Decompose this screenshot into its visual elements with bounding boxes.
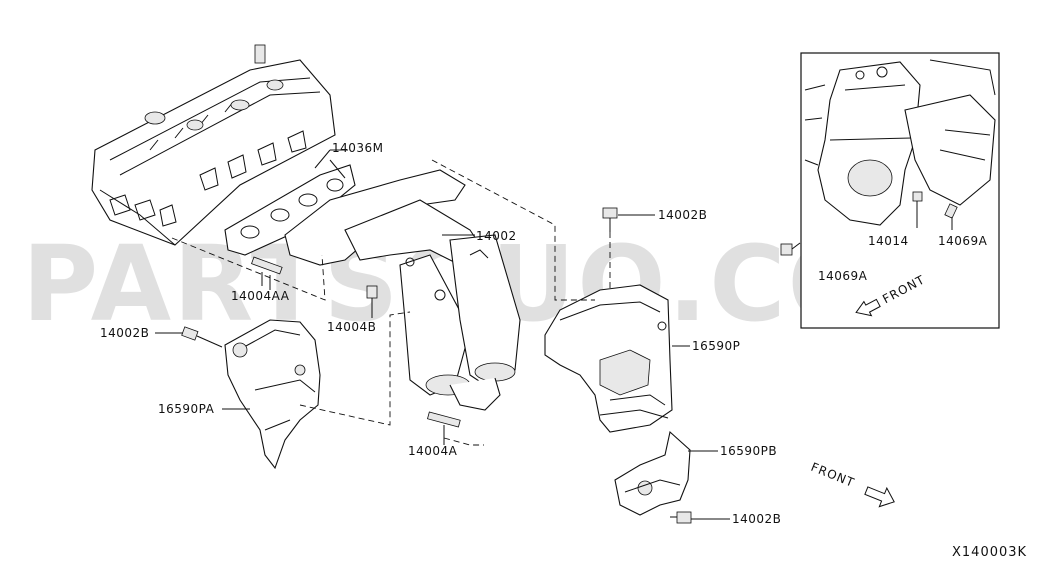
- label-14002B-left: 14002B: [100, 326, 149, 340]
- label-16590PA: 16590PA: [158, 402, 215, 416]
- label-14004A: 14004A: [408, 444, 458, 458]
- stud-14004AA: [251, 256, 283, 286]
- heat-insulator-16590PA: [224, 319, 321, 470]
- front-direction-indicator: FRONT: [809, 460, 895, 508]
- bolt-14002B-top: [602, 207, 618, 232]
- detail-inset-panel: 14014 14069A 14069A FRONT: [780, 52, 1000, 329]
- exhaust-manifold-14002: [284, 169, 521, 411]
- label-14004AA: 14004AA: [231, 289, 290, 303]
- inset-label-14014: 14014: [868, 234, 909, 248]
- diagram-code: X140003K: [952, 545, 1027, 560]
- stud-14004A: [427, 411, 461, 438]
- label-14002B-bottom: 14002B: [732, 512, 781, 526]
- heat-insulator-16590PB: [614, 430, 691, 516]
- nut-14004B: [366, 285, 378, 318]
- heat-insulator-16590P: [544, 284, 673, 433]
- label-14002: 14002: [476, 229, 517, 243]
- inset-label-14069A-right: 14069A: [938, 234, 988, 248]
- label-14004B: 14004B: [327, 320, 376, 334]
- bolt-14002B-bottom: [670, 511, 692, 524]
- front-label: FRONT: [809, 460, 857, 490]
- leader-lines: [155, 149, 730, 520]
- inset-front-arrow-icon: [855, 298, 881, 317]
- inset-label-14069A-left: 14069A: [818, 269, 868, 283]
- label-14036M: 14036M: [332, 141, 384, 155]
- front-arrow-icon: [864, 486, 895, 508]
- label-14002B-top: 14002B: [658, 208, 707, 222]
- label-16590PB: 16590PB: [720, 444, 777, 458]
- bolt-14002B-left: [181, 326, 223, 348]
- dashed-guide-lines: [171, 159, 611, 446]
- cylinder-head-illustration: [91, 44, 336, 246]
- label-16590P: 16590P: [692, 339, 740, 353]
